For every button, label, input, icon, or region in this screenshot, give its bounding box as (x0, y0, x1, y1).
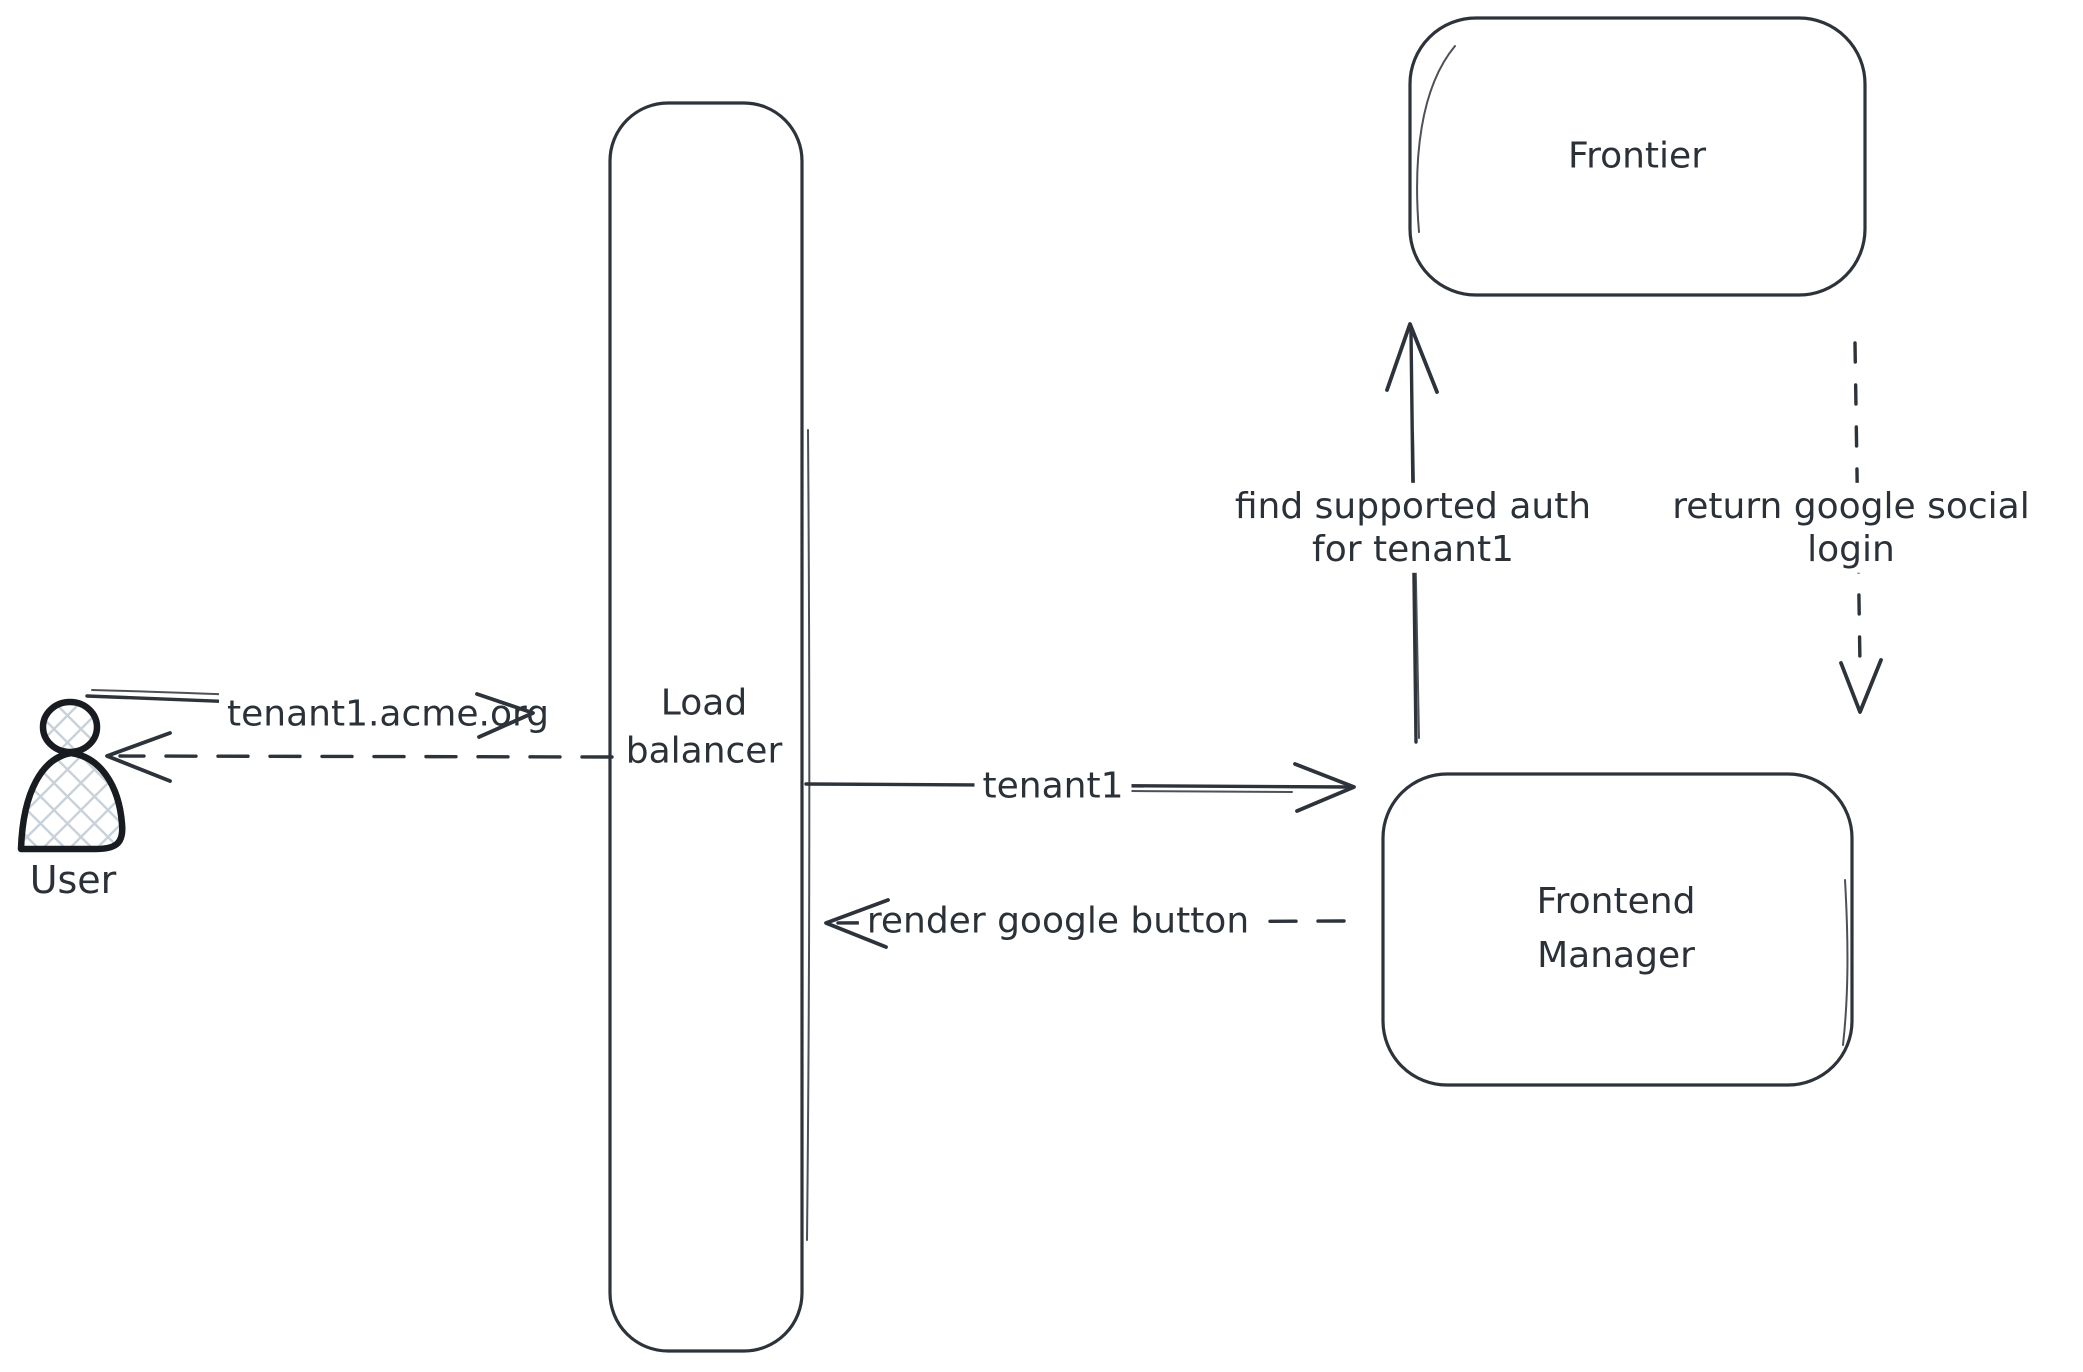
arrowhead-left-icon (824, 898, 890, 949)
edge-frontier-to-frontend-manager (1853, 341, 1862, 667)
node-label-user: User (29, 858, 117, 903)
edge-label-line: for tenant1 (1312, 529, 1514, 570)
edge-load-balancer-to-user (118, 754, 614, 759)
edge-label-render-google-button: render google button (858, 897, 1258, 945)
arrowhead-left-icon (105, 731, 172, 783)
node-load-balancer (608, 101, 811, 1353)
edge-label-line: return google social (1672, 485, 2030, 527)
arrowhead-right-icon (1293, 762, 1356, 813)
edge-label-line: login (1807, 529, 1895, 570)
node-label-frontend-manager: Frontend Manager (1537, 875, 1696, 983)
edge-label-tenant1: tenant1 (974, 762, 1132, 810)
arrowhead-right-icon (475, 692, 535, 739)
node-frontend-manager (1381, 772, 1854, 1087)
user-actor-icon (17, 698, 126, 853)
edge-label-return-google-social-login: return google social login (1664, 482, 2038, 574)
edge-label-tenant1-acme-org: tenant1.acme.org (219, 690, 557, 738)
arrowhead-down-icon (1839, 658, 1883, 714)
node-label-line: Frontend (1536, 881, 1696, 922)
node-label-frontier: Frontier (1567, 135, 1707, 177)
edge-label-find-supported-auth: find supported auth for tenant1 (1226, 482, 1600, 574)
node-label-line: Manager (1537, 935, 1695, 976)
node-label-load-balancer: Load balancer (626, 679, 783, 774)
arrowhead-up-icon (1385, 322, 1439, 394)
edge-label-line: find supported auth (1234, 485, 1592, 527)
node-frontier (1408, 16, 1867, 297)
node-label-line: Load (660, 682, 748, 724)
node-label-line: balancer (625, 730, 783, 771)
